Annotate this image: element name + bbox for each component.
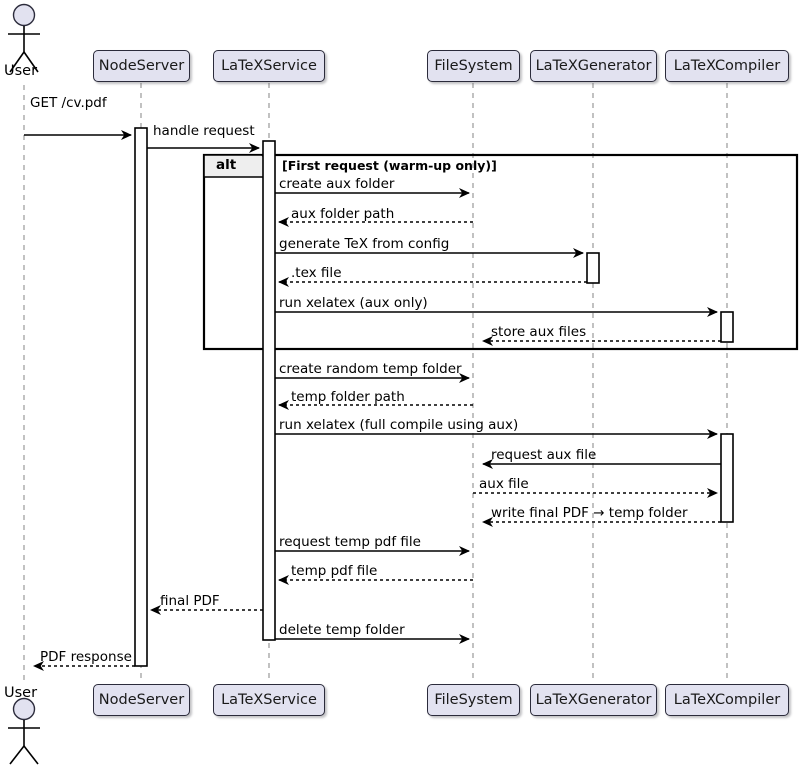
message-label-temp-folder-path: temp folder path (291, 389, 405, 405)
message-label-generate-tex-from-config: generate TeX from config (279, 236, 450, 252)
actor-user-bottom (8, 697, 40, 765)
participant-box-nodeserver-top[interactable]: NodeServer (93, 50, 190, 82)
activation-latexcompiler-full (720, 433, 734, 523)
activation-bars (134, 127, 734, 667)
message-label-request-aux-file: request aux file (491, 447, 597, 463)
participant-box-filesystem-bottom[interactable]: FileSystem (427, 684, 520, 716)
actor-label-user-top: User (4, 63, 38, 79)
message-label-aux-file: aux file (479, 476, 529, 492)
message-label-handle-request: handle request (153, 123, 255, 139)
message-label-store-aux-files: store aux files (491, 324, 587, 340)
message-label-write-final-pdf-temp-folder: write final PDF → temp folder (491, 505, 688, 521)
activation-latexgenerator (586, 252, 600, 284)
message-label-create-aux-folder: create aux folder (279, 176, 395, 192)
participant-box-latexservice-bottom[interactable]: LaTeXService (213, 684, 325, 716)
message-label-create-random-temp-folder: create random temp folder (279, 361, 462, 377)
lifelines (23, 83, 728, 683)
message-label-run-xelatex-full-compile: run xelatex (full compile using aux) (279, 417, 519, 433)
activation-latexcompiler-warmup (720, 311, 734, 343)
actor-user-top (8, 3, 40, 73)
participant-box-latexgenerator-bottom[interactable]: LaTeXGenerator (530, 684, 657, 716)
participant-box-latexcompiler-bottom[interactable]: LaTeXCompiler (665, 684, 789, 716)
message-label-pdf-response: PDF response (40, 649, 132, 665)
activation-latexservice (262, 140, 276, 641)
message-label-final-pdf: final PDF (160, 593, 220, 609)
alt-fragment-frame (202, 153, 799, 351)
message-label-temp-pdf-file: temp pdf file (291, 563, 378, 579)
message-label-tex-file: .tex file (291, 265, 342, 281)
message-arrows (24, 130, 721, 671)
actor-label-user-bottom: User (4, 685, 38, 701)
message-label-request-temp-pdf-file: request temp pdf file (279, 534, 421, 550)
message-label-delete-temp-folder: delete temp folder (279, 622, 405, 638)
participant-box-latexcompiler-top[interactable]: LaTeXCompiler (665, 50, 789, 82)
alt-fragment-tag: alt (216, 157, 237, 173)
message-label-run-xelatex-aux-only: run xelatex (aux only) (279, 295, 428, 311)
participant-box-nodeserver-bottom[interactable]: NodeServer (93, 684, 190, 716)
participant-box-filesystem-top[interactable]: FileSystem (427, 50, 520, 82)
activation-nodeserver (134, 127, 148, 667)
message-label-aux-folder-path: aux folder path (291, 206, 395, 222)
participant-box-latexgenerator-top[interactable]: LaTeXGenerator (530, 50, 657, 82)
alt-fragment-condition: [First request (warm-up only)] (282, 158, 497, 173)
participant-box-latexservice-top[interactable]: LaTeXService (213, 50, 325, 82)
message-label-get-cv-pdf: GET /cv.pdf (30, 95, 107, 111)
